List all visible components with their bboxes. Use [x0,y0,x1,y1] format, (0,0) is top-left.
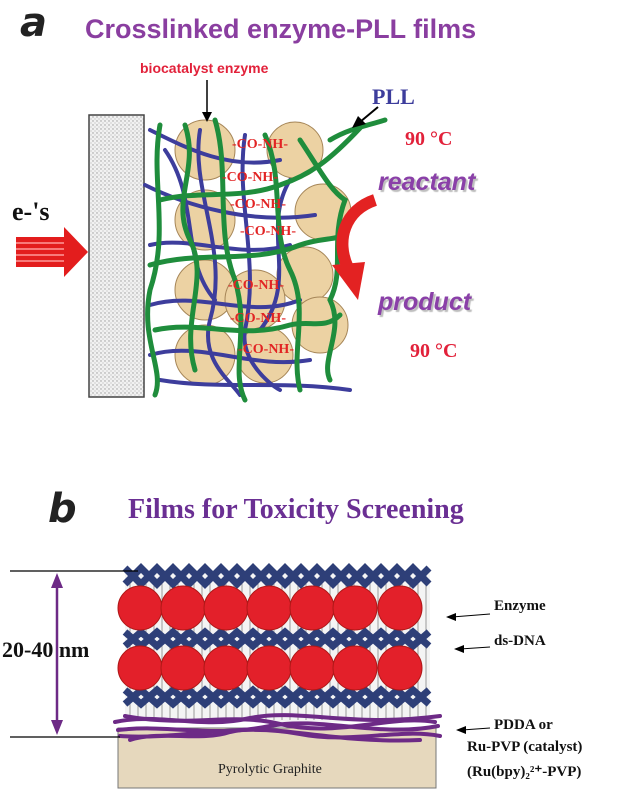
graphite-substrate [117,727,437,789]
electrode [88,114,145,398]
panel-b-letter: b [48,486,77,532]
panel-a-title: Crosslinked enzyme-PLL films [85,14,477,44]
pll-pointer [359,106,379,123]
pdda-layer [113,713,442,743]
reaction-arrow [332,194,378,300]
amide-bond-1: -CO-NH- [232,137,288,152]
amide-bond-3: -CO-NH- [230,197,286,212]
label-pointers [446,613,491,734]
product-label: product [378,288,472,316]
pll-green-strands [145,117,388,403]
dna-layer-label: ds-DNA [494,633,546,649]
amide-bond-2: -CO-NH- [222,170,278,185]
pdda-label-line3: (Ru(bpy)₂²⁺-PVP) [467,764,582,780]
temperature-top: 90 °C [405,128,453,150]
pdda-label-line2: Ru-PVP (catalyst) [467,739,583,755]
pdda-label-line1: PDDA or [494,717,553,733]
thickness-dimension [10,570,138,738]
temperature-bottom: 90 °C [410,340,458,362]
enzyme-layer-label: Enzyme [494,598,546,614]
panel-b-title: Films for Toxicity Screening [128,494,464,525]
enzyme-label: biocatalyst enzyme [140,60,269,76]
pll-label: PLL [372,84,415,109]
thickness-arrow [51,573,63,735]
amide-bond-4: -CO-NH- [240,224,296,239]
enzyme-layer [117,585,423,691]
amide-bond-5: -CO-NH- [228,278,284,293]
amide-bond-7: -CO-NH- [238,342,294,357]
amide-bond-6: -CO-NH- [230,311,286,326]
thickness-label: 20-40 nm [2,637,90,662]
reactant-label: reactant [378,168,476,196]
substrate-label: Pyrolytic Graphite [218,762,322,777]
panel-a-letter: a [20,0,47,46]
electron-arrow [16,227,88,277]
electron-label: e-'s [12,197,50,226]
